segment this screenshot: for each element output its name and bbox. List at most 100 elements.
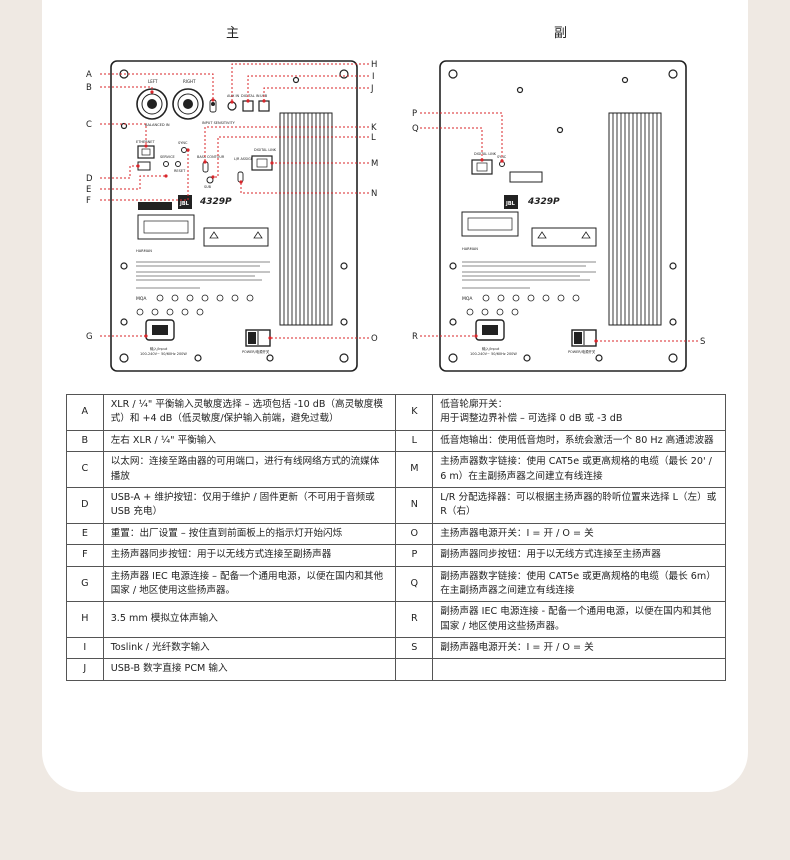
row-desc-right: 副扬声器同步按钮：用于以无线方式连接至主扬声器 [432,544,726,567]
label-service: SERVICE [160,155,175,159]
callout-N: N [371,189,377,199]
callout-P: P [412,109,417,119]
row-desc-right: L/R 分配选择器：可以根据主扬声器的聆听位置来选择 L（左）或 R（右） [432,486,726,524]
callout-A: A [86,70,92,80]
model-name: 4329P [199,197,232,207]
label-input-sensitivity: INPUT SENSITIVITY [202,121,236,125]
sub-jbl-logo-icon [504,195,518,209]
sub-harman-logo: HARMAN [462,247,478,251]
row-key-left: E [66,522,104,546]
row-desc-left: Toslink / 光纤数字输入 [102,637,397,660]
callout-S: S [700,337,705,347]
callout-E: E [86,185,91,195]
row-desc-left: 主扬声器同步按钮：用于以无线方式连接至副扬声器 [102,544,397,567]
main-panel-title: 主 [226,26,240,41]
callout-R: R [412,332,418,342]
row-desc-right: 低音炮输出：使用低音炮时，系统会激活一个 80 Hz 高通滤波器 [432,429,726,453]
row-key-right [395,658,434,681]
row-key-left: H [66,601,104,639]
row-key-left: D [66,486,104,524]
callout-M: M [371,159,378,169]
row-desc-left: 主扬声器 IEC 电源连接 – 配备一个通用电源，以便在国内和其他国家 / 地区… [102,565,397,603]
callout-G: G [86,332,93,342]
row-key-right: K [395,394,434,431]
callout-Q: Q [412,124,419,134]
input-label: 输入/Input [150,346,168,351]
power-label: POWER/电源开关 [242,349,270,354]
row-key-right: R [395,601,434,639]
row-desc-left: 3.5 mm 模拟立体声输入 [102,601,397,639]
mqa-logo: MQA [136,296,147,302]
sub-model-name: 4329P [527,197,560,207]
row-key-right: M [395,451,434,488]
jbl-logo-text: JBL [179,201,190,207]
row-desc-left: XLR / ¼" 平衡输入灵敏度选择 – 选项包括 -10 dB（高灵敏度模式）… [102,394,397,431]
row-desc-left: USB-B 数字直接 PCM 输入 [102,658,397,681]
row-key-right: P [395,544,434,567]
callout-letters: A B C D E F G H I J K L M N O P Q R S [86,60,705,347]
callout-C: C [86,120,92,130]
row-desc-right: 副扬声器 IEC 电源连接 - 配备一个通用电源，以便在国内和其他国家 / 地区… [432,601,726,639]
row-key-right: Q [395,565,434,603]
label-digital-in: DIGITAL IN [241,94,260,98]
sub-warning-label [531,227,597,247]
digital-link-port [251,155,273,171]
warning-label [203,227,269,247]
label-aux-in: AUX IN [227,94,239,98]
sync-button [181,147,187,153]
callout-I: I [372,72,375,82]
row-key-right: O [395,522,434,546]
reset-button [175,161,181,167]
row-desc-right: 主扬声器电源开关：I = 开 / O = 关 [432,522,726,546]
row-key-left: F [66,544,104,567]
row-key-left: I [66,637,104,660]
xlr-input-right [172,88,204,120]
row-desc-right [432,658,726,681]
row-desc-right: 主扬声器数字链接：使用 CAT5e 或更高规格的电缆（最长 20' / 6 m）… [432,451,726,488]
callout-B: B [86,83,92,93]
row-key-left: G [66,565,104,603]
callout-lines [100,63,698,342]
callout-O: O [371,334,378,344]
row-desc-left: 重置：出厂设置 – 按住直到前面板上的指示灯开始闪烁 [102,522,397,546]
label-reset: RESET [174,169,186,173]
harman-logo: HARMAN [136,249,152,253]
label-bass-contour: BASS CONTOUR [197,155,225,159]
usb-service-plate [138,202,172,210]
callout-H: H [371,60,377,70]
xlr-input-left [136,88,168,120]
rear-panel-diagram: LEFT RIGHT BALANCED IN INPUT SENSITIVITY… [86,60,705,372]
callout-D: D [86,174,93,184]
row-key-left: B [66,429,104,453]
label-digital-link: DIGITAL LINK [254,148,277,152]
sub-rear-panel: DIGITAL LINK SYNC JBL 4329P HARMAN MQA 输… [439,60,687,372]
label-left: LEFT [148,79,158,84]
row-key-right: L [395,429,434,453]
main-rear-panel: LEFT RIGHT BALANCED IN INPUT SENSITIVITY… [110,60,358,372]
label-balanced-in: BALANCED IN [145,123,170,127]
row-desc-left: 以太网：连接至路由器的可用端口，进行有线网络方式的流媒体播放 [102,451,397,488]
row-key-left: C [66,451,104,488]
callout-J: J [370,84,374,94]
usb-a-port [137,161,151,171]
label-sync: SYNC [178,141,188,145]
sub-panel-title: 副 [554,26,568,41]
ethernet-port [137,145,155,159]
row-desc-right: 低音轮廓开关： 用于调整边界补偿 – 可选择 0 dB 或 -3 dB [432,394,726,431]
input-sensitivity-switch [209,99,217,113]
callout-L: L [371,133,376,143]
sub-voltage-label: 100-240V~ 50/60Hz 200W [470,352,517,356]
voltage-label: 100-240V~ 50/60Hz 200W [140,352,187,356]
service-button [163,161,169,167]
sub-input-label: 输入/Input [482,346,500,351]
sub-power-label: POWER/电源开关 [568,349,596,354]
row-key-left: A [66,394,104,431]
